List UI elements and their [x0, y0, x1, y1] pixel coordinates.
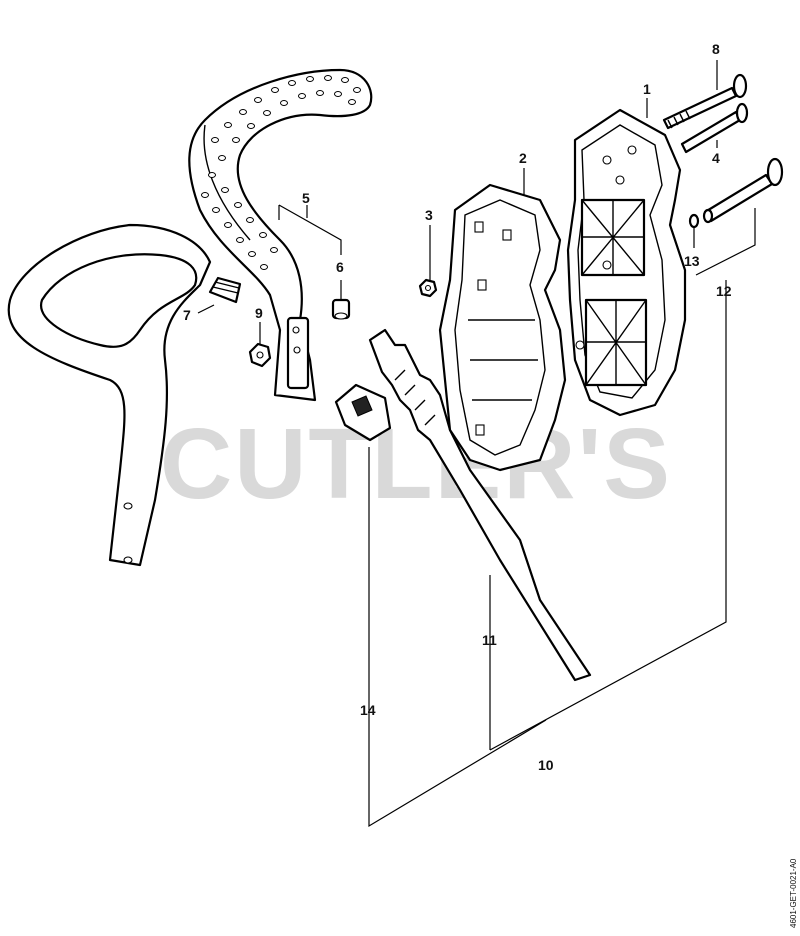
- sleeve-part-6: [331, 298, 351, 320]
- leader-lines: [197, 60, 756, 828]
- screw-part-4: [680, 102, 749, 154]
- callout-8: 8: [712, 41, 720, 57]
- bolt-part-12: [702, 157, 784, 224]
- clamp-part-14: [334, 383, 392, 442]
- callout-6: 6: [336, 259, 344, 275]
- bracket-part-11: [368, 328, 592, 682]
- watermark: CUTLER'S: [160, 408, 672, 520]
- grip-perforations: [201, 75, 361, 270]
- callout-5: 5: [302, 190, 310, 206]
- callout-10: 10: [538, 757, 554, 773]
- loop-handle: [7, 223, 212, 567]
- callout-11: 11: [482, 632, 497, 648]
- screw-part-8: [662, 73, 748, 130]
- callout-9: 9: [255, 305, 263, 321]
- callout-1: 1: [643, 81, 651, 97]
- front-handle-part-5: [188, 68, 373, 402]
- callout-12: 12: [716, 283, 732, 299]
- callout-4: 4: [712, 150, 720, 166]
- nut-part-9: [248, 342, 272, 368]
- callout-13: 13: [684, 253, 700, 269]
- washer-part-13: [688, 213, 700, 229]
- housing-part-1: [566, 108, 687, 417]
- nut-part-3: [418, 278, 438, 298]
- callout-3: 3: [425, 207, 433, 223]
- callout-labels: 1 2 3 4 5 6 7 8 9 10 11 12 13 14: [183, 41, 732, 773]
- housing-part-2: [438, 183, 567, 472]
- callout-7: 7: [183, 307, 191, 323]
- callout-2: 2: [519, 150, 527, 166]
- drawing-reference: 4601-GET-0021-A0: [789, 858, 798, 928]
- callout-14: 14: [360, 702, 376, 718]
- plug-part-7: [208, 276, 242, 304]
